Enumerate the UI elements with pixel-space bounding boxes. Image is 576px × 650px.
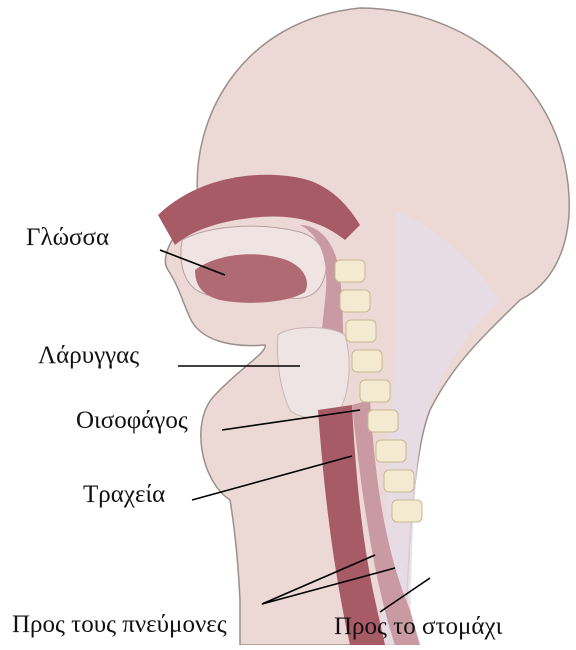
tongue-label: Γλώσσα — [26, 225, 109, 250]
to-stomach-label: Προς το στομάχι — [334, 614, 502, 639]
larynx-label: Λάρυγγας — [38, 343, 139, 368]
trachea-label: Τραχεία — [83, 482, 165, 507]
larynx-shape — [278, 328, 350, 418]
to-lungs-label: Προς τους πνεύμονες — [12, 612, 227, 637]
esophagus-label: Οισοφάγος — [76, 408, 188, 433]
